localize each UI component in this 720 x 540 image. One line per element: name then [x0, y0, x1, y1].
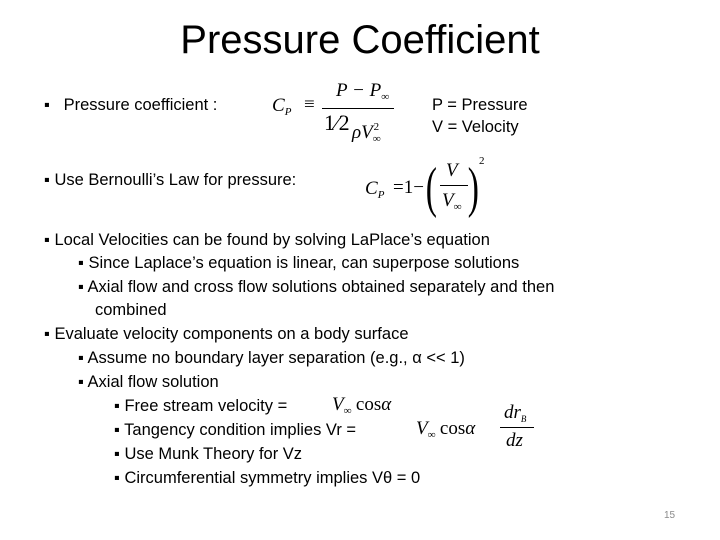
- bullet-5-cont: combined: [95, 301, 167, 319]
- bullet-12: ▪ Circumferential symmetry implies Vθ = …: [114, 469, 421, 487]
- bullet-8: ▪ Axial flow solution: [78, 373, 219, 391]
- slide-title: Pressure Coefficient: [180, 18, 540, 62]
- bullet-10: ▪ Tangency condition implies Vr =: [114, 421, 357, 439]
- bullet-11: ▪ Use Munk Theory for Vz: [114, 445, 303, 463]
- bullet-5: ▪ Axial flow and cross flow solutions ob…: [78, 278, 555, 296]
- bullet-1: ▪ Pressure coefficient :: [44, 96, 218, 114]
- bullet-6: ▪ Evaluate velocity components on a body…: [44, 325, 409, 343]
- bullet-7: ▪ Assume no boundary layer separation (e…: [78, 349, 465, 367]
- bullet-2: ▪ Use Bernoulli’s Law for pressure:: [44, 171, 297, 189]
- equation-free-stream: V∞ cosα: [332, 394, 392, 417]
- legend-pressure: P = Pressure: [432, 96, 528, 114]
- page-number: 15: [664, 510, 676, 521]
- bullet-9: ▪ Free stream velocity =: [114, 397, 288, 415]
- bullet-3: ▪ Local Velocities can be found by solvi…: [44, 231, 490, 249]
- legend-velocity: V = Velocity: [432, 118, 519, 136]
- bullet-4: ▪ Since Laplace’s equation is linear, ca…: [78, 254, 520, 272]
